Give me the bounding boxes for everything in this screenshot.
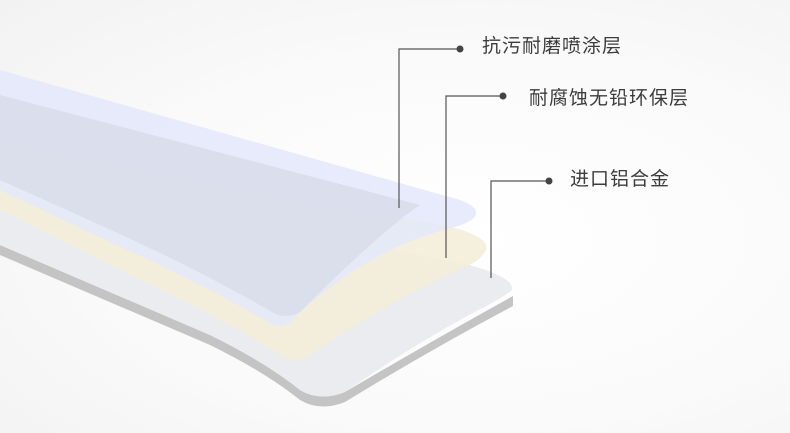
callout-alloy-label: 进口铝合金 bbox=[570, 168, 671, 190]
leader-dot-anticorrosion bbox=[499, 92, 507, 100]
leader-line-anticorrosion bbox=[445, 95, 503, 258]
leader-dot-coating bbox=[456, 45, 464, 53]
callout-anticorrosion-label: 耐腐蚀无铅环保层 bbox=[529, 87, 690, 109]
leader-line-coating bbox=[398, 48, 460, 208]
leader-dot-alloy bbox=[545, 177, 553, 185]
leader-line-alloy bbox=[490, 180, 549, 278]
coating-shade bbox=[0, 95, 420, 316]
callout-coating-label: 抗污耐磨喷涂层 bbox=[482, 35, 623, 57]
